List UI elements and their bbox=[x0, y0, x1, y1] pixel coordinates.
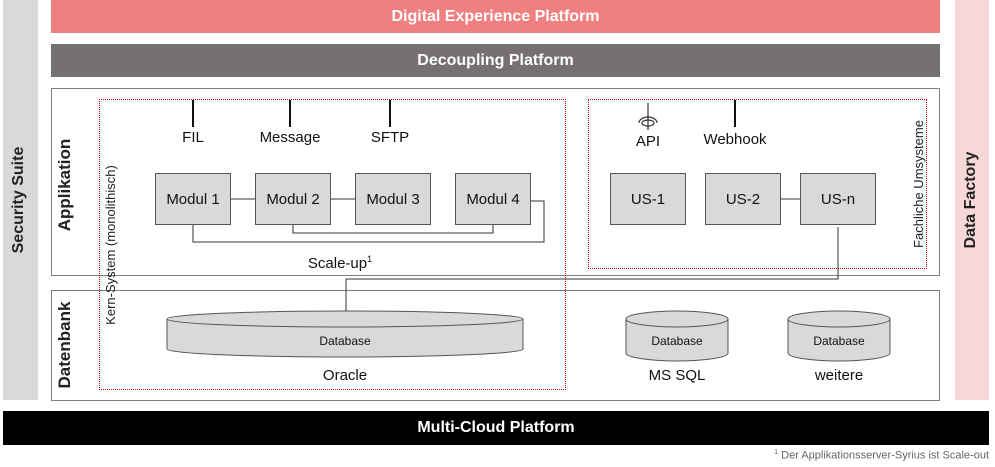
interface-fil: FIL bbox=[182, 129, 204, 146]
scale-up-text: Scale-up bbox=[307, 255, 368, 272]
scale-link-2 bbox=[292, 225, 494, 234]
api-icon bbox=[638, 103, 658, 130]
modul-2-box: Modul 2 bbox=[255, 173, 331, 225]
datenbank-section bbox=[51, 290, 940, 401]
weitere-database-text: Database bbox=[813, 334, 865, 348]
scale-up-footnote-marker: 1 bbox=[367, 254, 373, 264]
security-suite-column bbox=[3, 0, 38, 400]
scale-link-1 bbox=[192, 200, 545, 243]
oracle-database-text: Database bbox=[319, 334, 371, 348]
decoupling-platform-band: Decoupling Platform bbox=[51, 44, 940, 77]
footnote-text: Der Applikationsserver-Syrius ist Scale-… bbox=[781, 449, 989, 462]
weitere-database-cylinder bbox=[787, 310, 891, 362]
interface-sftp: SFTP bbox=[370, 129, 410, 146]
interface-api: API bbox=[635, 133, 661, 150]
footnote: 1 Der Applikationsserver-Syrius ist Scal… bbox=[774, 449, 989, 462]
modul-1-box: Modul 1 bbox=[155, 173, 231, 225]
footnote-marker: 1 bbox=[774, 449, 779, 456]
mssql-database-text: Database bbox=[651, 334, 703, 348]
mssql-database-cylinder bbox=[625, 310, 729, 362]
scale-up-label: Scale-up1 bbox=[290, 254, 390, 272]
us-1-box: US-1 bbox=[610, 173, 686, 225]
weitere-label: weitere bbox=[814, 367, 864, 384]
multi-cloud-platform-band: Multi-Cloud Platform bbox=[3, 411, 989, 445]
applikation-section bbox=[51, 88, 940, 276]
data-factory-column bbox=[955, 0, 989, 400]
interface-message: Message bbox=[259, 129, 321, 146]
interface-webhook: Webhook bbox=[703, 131, 767, 148]
mssql-label: MS SQL bbox=[648, 367, 706, 384]
usn-to-database-link bbox=[345, 227, 839, 311]
oracle-database-cylinder bbox=[166, 310, 524, 358]
fachliche-umsysteme-container bbox=[588, 99, 927, 269]
core-system-container bbox=[99, 99, 566, 390]
us-2-box: US-2 bbox=[705, 173, 781, 225]
modul-3-box: Modul 3 bbox=[355, 173, 431, 225]
digital-experience-platform-band: Digital Experience Platform bbox=[51, 0, 940, 33]
oracle-label: Oracle bbox=[322, 367, 368, 384]
modul-4-box: Modul 4 bbox=[455, 173, 531, 225]
us-n-box: US-n bbox=[800, 173, 876, 225]
